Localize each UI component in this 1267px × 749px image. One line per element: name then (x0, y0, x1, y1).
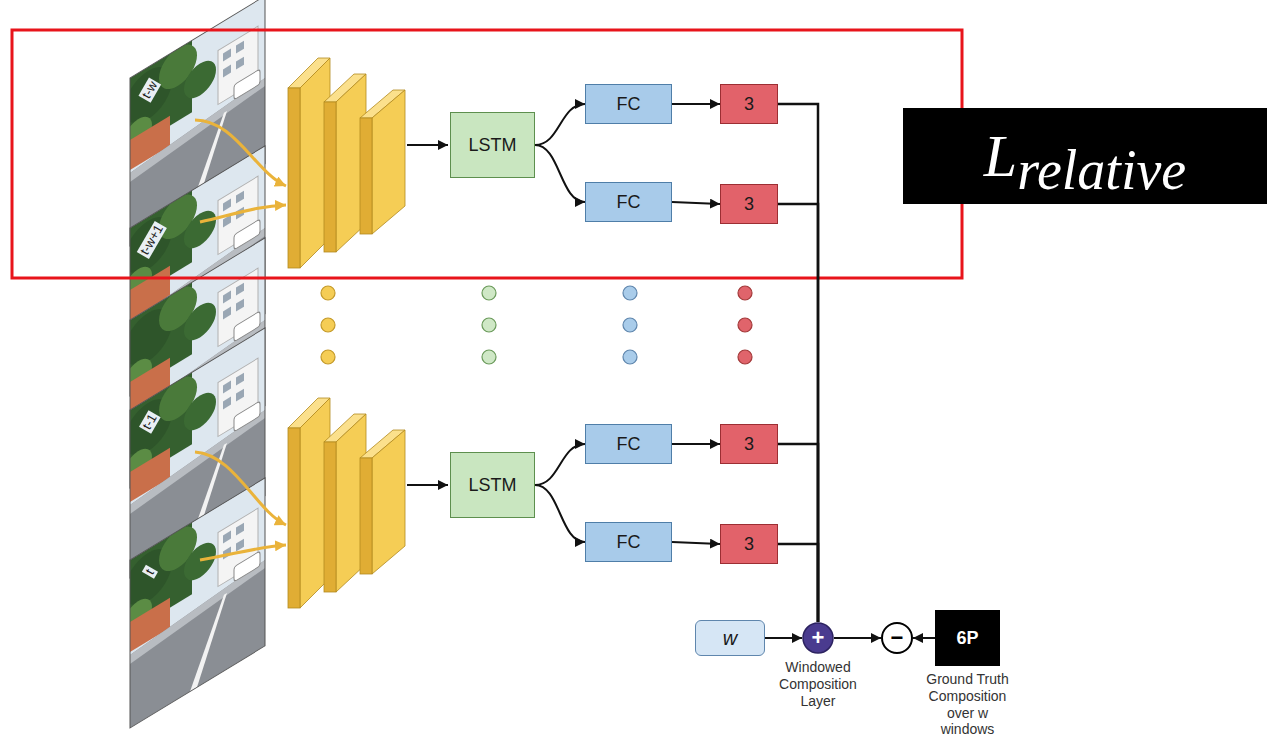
flow-arrow (535, 485, 585, 542)
output-box: 3 (720, 184, 778, 224)
ellipsis-dots (738, 350, 752, 364)
ellipsis-dots (738, 318, 752, 332)
cnn-encoder (288, 58, 448, 268)
flow-arrow (672, 443, 720, 445)
node-label: FC (617, 434, 641, 455)
flow-arrow (834, 637, 881, 639)
ellipsis-dots (623, 350, 637, 364)
highlight-frame (12, 30, 962, 278)
node-label: LSTM (468, 135, 516, 156)
composition-bus-line (778, 204, 818, 622)
node-label: relative (1017, 142, 1186, 198)
ground-truth-box: 6PGround Truth Composition over w window… (935, 610, 1000, 666)
ellipsis-dots (321, 318, 335, 332)
circle-outline (803, 623, 833, 653)
node-caption: Ground Truth Composition over w windows (922, 671, 1014, 738)
flow-arrow (535, 444, 585, 485)
cnn-encoder (288, 398, 448, 608)
node-label: FC (617, 532, 641, 553)
camera-frame-stack (124, 0, 265, 732)
node-label: 6P (956, 628, 978, 649)
fc-layer-box: FC (585, 424, 672, 464)
output-box: 3 (720, 424, 778, 464)
flow-arrow (672, 542, 720, 544)
node-label: LSTM (468, 475, 516, 496)
ellipsis-dots (321, 286, 335, 300)
ellipsis-dots (321, 286, 752, 364)
frame-input-arrow (200, 205, 286, 222)
lstm-box: LSTM (450, 112, 535, 178)
output-box: 3 (720, 524, 778, 564)
fc-layer-box: FC (585, 522, 672, 562)
node-label: FC (617, 192, 641, 213)
lstm-box: LSTM (450, 452, 535, 518)
flow-arrow (535, 104, 585, 145)
node-label: + (812, 627, 825, 649)
node-caption: Windowed Composition Layer (768, 659, 868, 709)
flow-arrow (672, 202, 720, 204)
frame-input-arrow (200, 545, 286, 560)
ellipsis-dots (623, 286, 637, 300)
camera-frame (124, 477, 265, 732)
ellipsis-dots (482, 318, 496, 332)
output-box: 3 (720, 84, 778, 124)
ellipsis-dots (482, 350, 496, 364)
fc-layer-box: FC (585, 84, 672, 124)
ellipsis-dots (623, 318, 637, 332)
frame-input-arrow (195, 120, 286, 560)
node-label: 3 (744, 534, 754, 555)
node-label: 3 (744, 434, 754, 455)
composition-bus-line (778, 444, 818, 622)
subtract-node: − (881, 622, 913, 654)
composition-bus-line (778, 104, 818, 622)
loss-label-box: Lrelative (903, 108, 1267, 204)
node-label: − (891, 627, 904, 649)
node-label: 3 (744, 194, 754, 215)
circle-outline (882, 623, 912, 653)
ellipsis-dots (482, 286, 496, 300)
composition-node: +Windowed Composition Layer (802, 622, 834, 654)
frame-input-arrow (195, 452, 286, 525)
node-label: L (984, 126, 1017, 186)
node-label: 3 (744, 94, 754, 115)
fc-layer-box: FC (585, 182, 672, 222)
node-label: FC (617, 94, 641, 115)
flow-arrow (672, 103, 720, 105)
composition-bus-line (778, 544, 818, 622)
ellipsis-dots (321, 350, 335, 364)
flow-arrow (765, 637, 802, 639)
window-size-box: w (695, 620, 765, 656)
ellipsis-dots (738, 286, 752, 300)
node-label: w (723, 627, 737, 650)
frame-input-arrow (195, 120, 286, 186)
flow-arrow (535, 145, 585, 202)
flow-arrow (913, 637, 935, 639)
